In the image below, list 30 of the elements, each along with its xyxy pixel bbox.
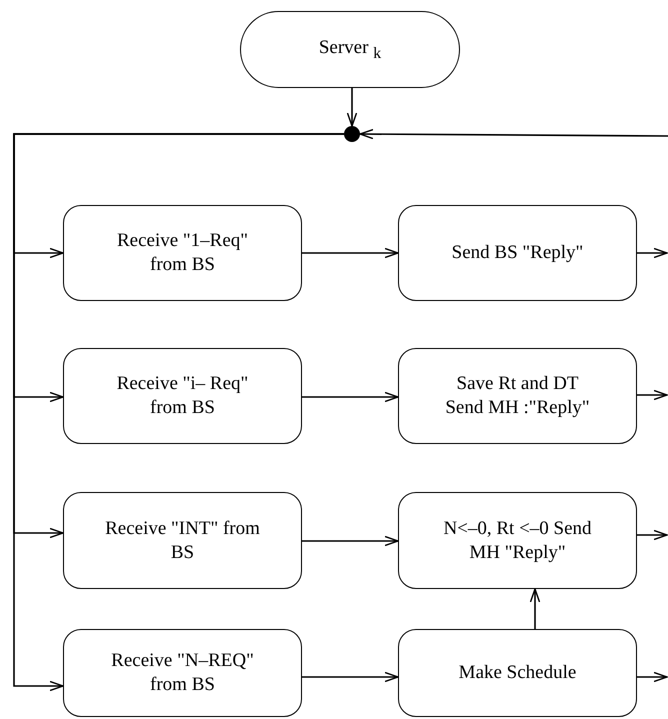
arrow <box>637 390 668 400</box>
process-box <box>63 205 302 301</box>
process-box <box>398 629 637 717</box>
node-text: Server $_{k}$ <box>318 36 382 64</box>
arrow <box>637 248 668 258</box>
arrow <box>302 536 399 546</box>
process-box <box>63 492 302 589</box>
arrow <box>637 530 668 540</box>
arrow <box>302 248 399 258</box>
node-text: Save Rt and DT Send MH :"Reply" <box>444 372 591 420</box>
arrow <box>13 133 344 692</box>
node-text: Send BS "Reply" <box>452 241 584 265</box>
arrow <box>637 672 668 682</box>
arrow <box>530 588 540 629</box>
process-box <box>398 348 637 444</box>
process-box <box>398 492 637 589</box>
arrow <box>302 392 399 402</box>
arrow <box>302 672 399 682</box>
node-text: Receive "INT" from BS <box>104 516 261 564</box>
process-box <box>63 348 302 444</box>
junction-dot <box>344 126 360 142</box>
node-text: Receive "N–REQ" from BS <box>110 649 255 697</box>
arrow <box>359 128 668 140</box>
node-text: N<–0, Rt <–0 Send MH "Reply" <box>442 516 593 564</box>
arrow <box>346 88 358 127</box>
node-text: Make Schedule <box>458 661 576 685</box>
process-box <box>398 205 637 301</box>
node-text: Receive "i– Req" from BS <box>116 372 250 420</box>
node-text: Receive "1–Req" from BS <box>116 229 250 277</box>
process-box <box>63 629 302 717</box>
